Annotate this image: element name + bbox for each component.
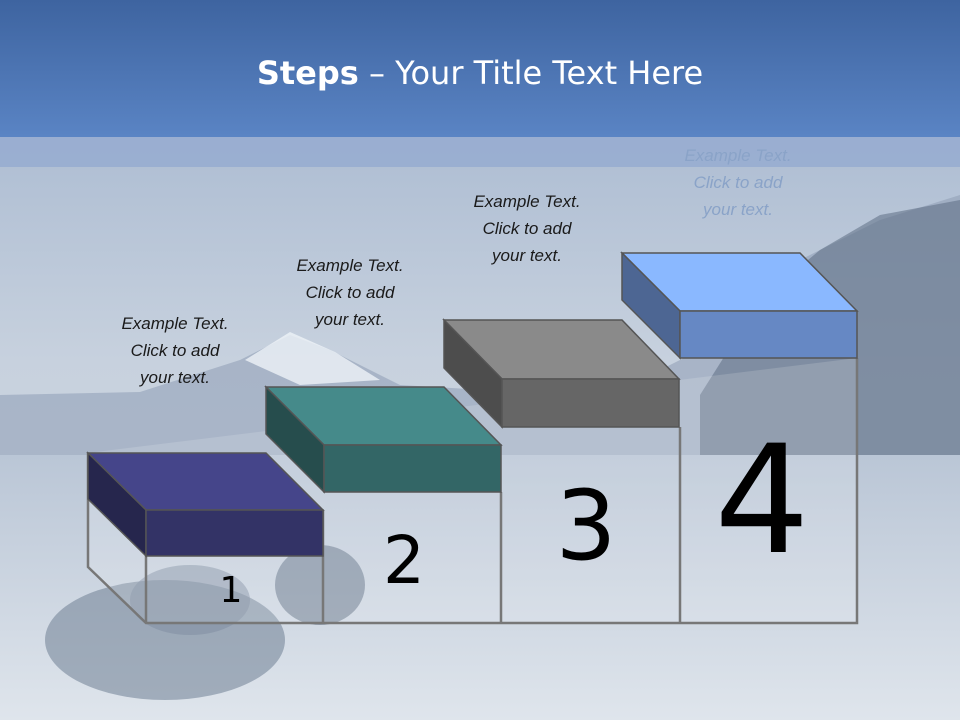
step-2-number: 2 [383, 522, 425, 599]
step-2-block-front[interactable] [323, 444, 502, 493]
caption-line: Example Text. [121, 314, 229, 333]
step-3-number: 3 [555, 470, 617, 582]
step-3-caption[interactable]: Example Text. Click to add your text. [447, 188, 607, 269]
page-title[interactable]: Steps – Your Title Text Here [0, 54, 960, 92]
caption-line: your text. [492, 246, 562, 265]
caption-line: Click to add [305, 283, 395, 302]
caption-line: Click to add [130, 341, 220, 360]
caption-line: your text. [140, 368, 210, 387]
caption-line: Click to add [693, 173, 783, 192]
step-3-block-front[interactable] [501, 378, 680, 428]
step-4-caption[interactable]: Example Text. Click to add your text. [658, 142, 818, 223]
caption-line: Example Text. [684, 146, 792, 165]
step-1-block-front[interactable] [145, 509, 324, 557]
caption-line: your text. [315, 310, 385, 329]
title-bold: Steps [256, 54, 359, 92]
step-2-caption[interactable]: Example Text. Click to add your text. [270, 252, 430, 333]
title-text: – Your Title Text Here [358, 54, 704, 92]
caption-line: Click to add [482, 219, 572, 238]
step-1-number: 1 [219, 570, 243, 611]
caption-line: Example Text. [473, 192, 581, 211]
step-1-caption[interactable]: Example Text. Click to add your text. [95, 310, 255, 391]
step-4-block-front[interactable] [679, 310, 858, 359]
step-4-number: 4 [714, 414, 810, 588]
caption-line: your text. [703, 200, 773, 219]
header-band [0, 137, 960, 167]
caption-line: Example Text. [296, 256, 404, 275]
title-bar [0, 0, 960, 137]
